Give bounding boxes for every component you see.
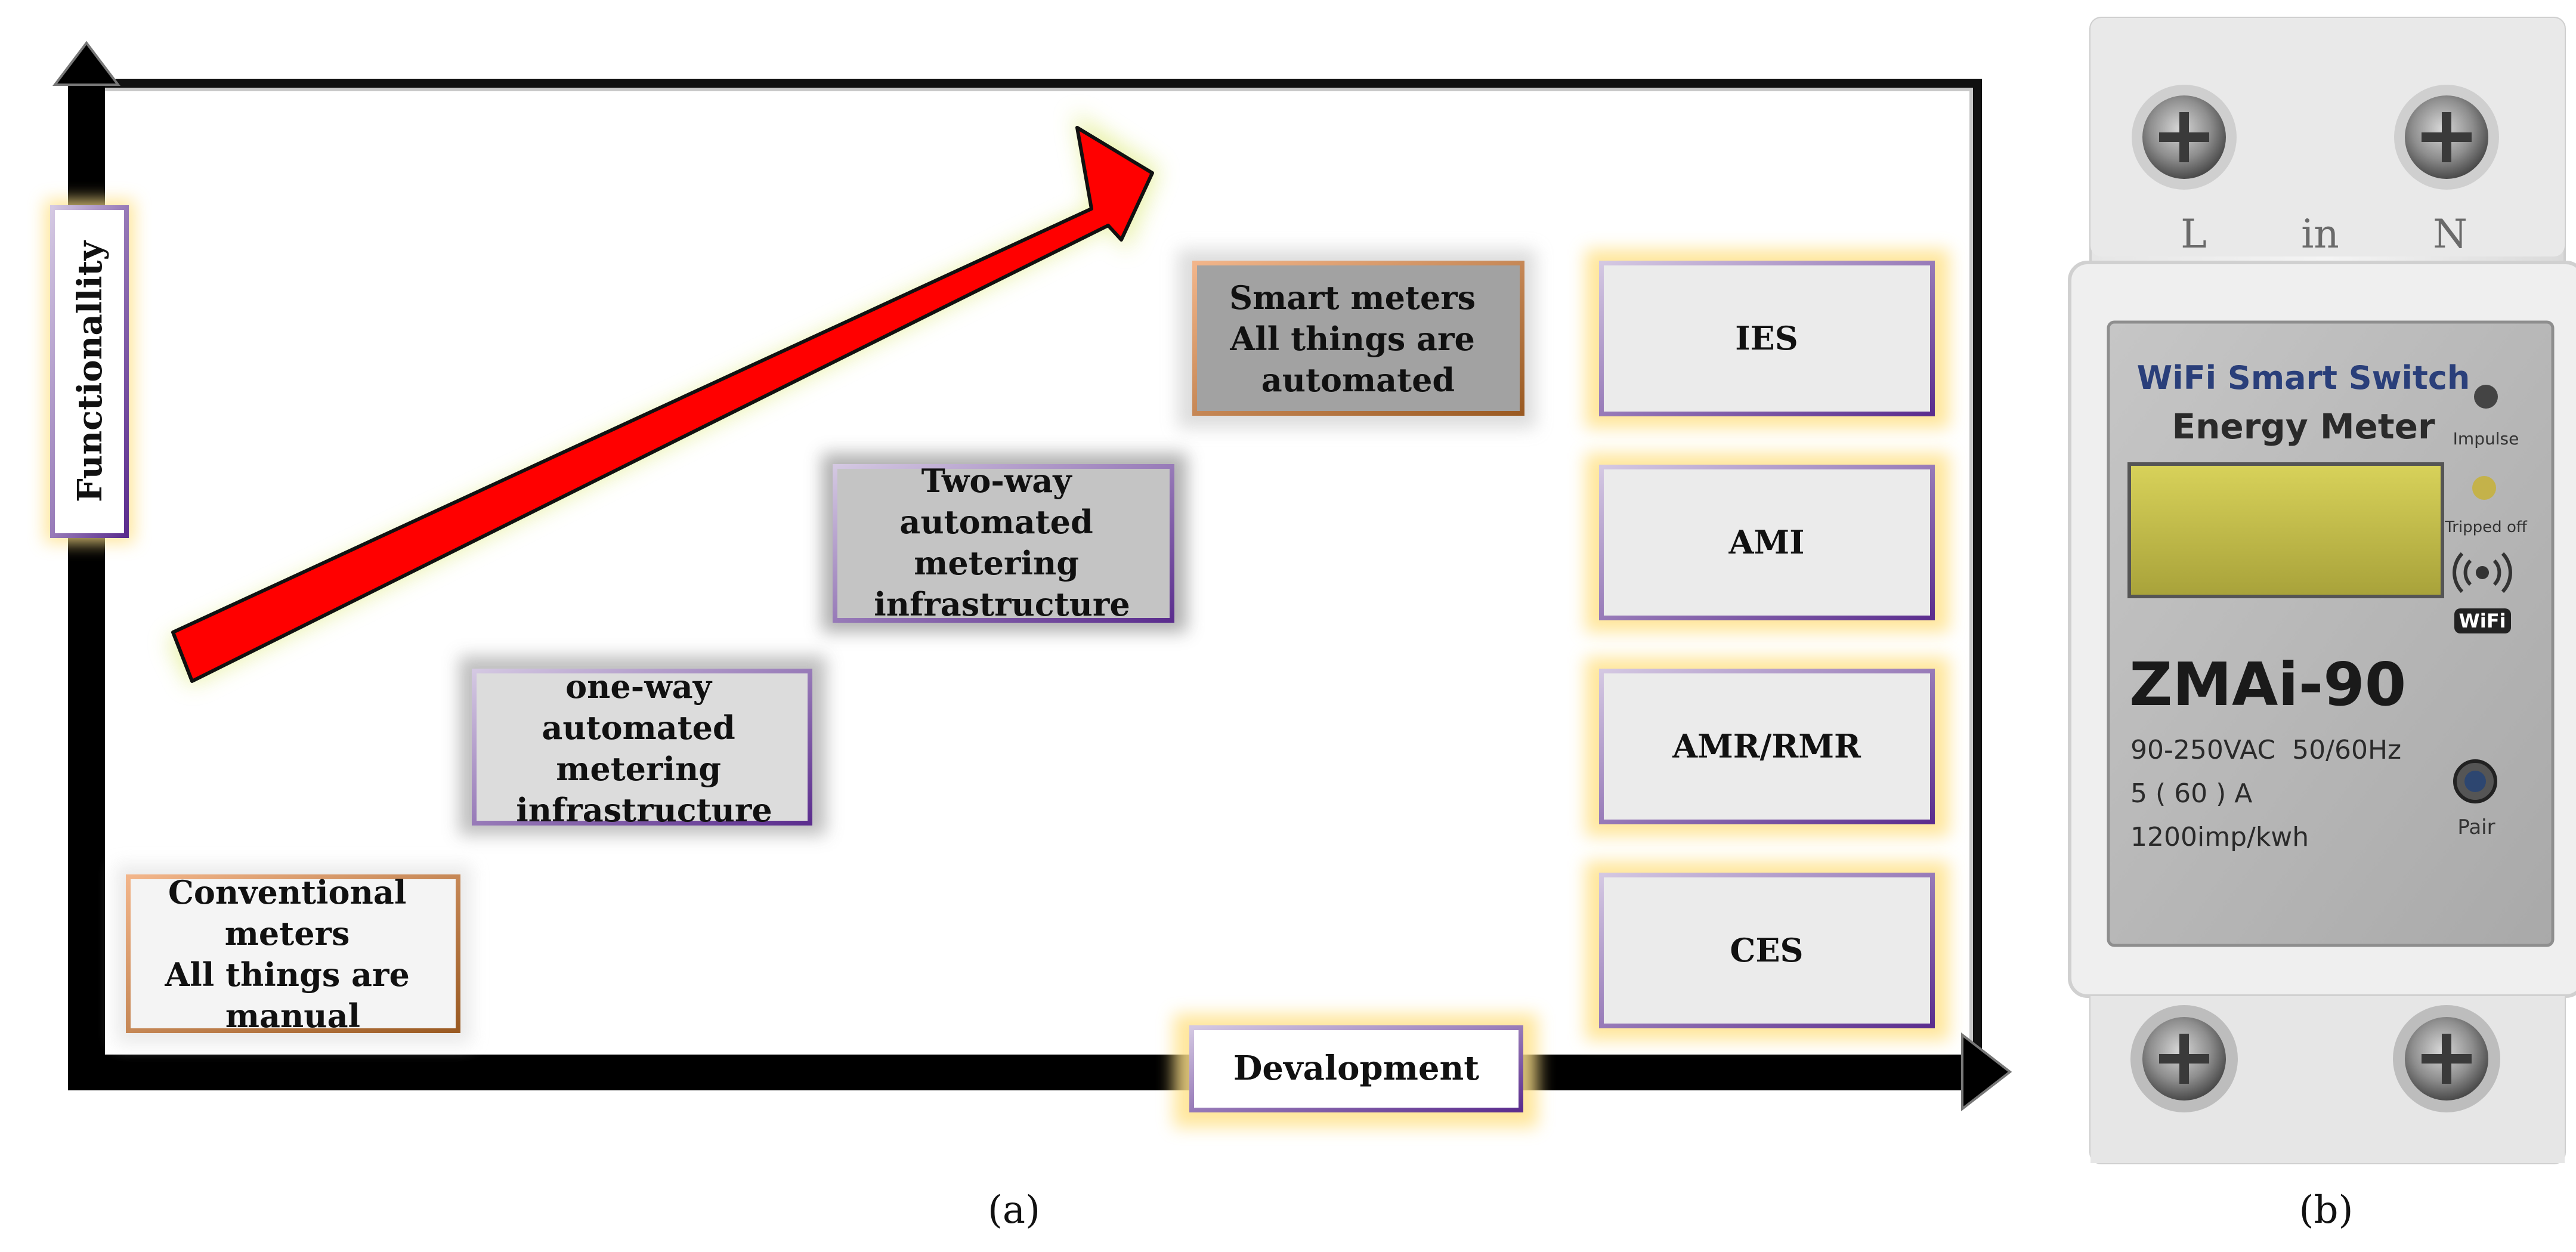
- x-axis: [68, 1055, 1974, 1090]
- stage-text-line: automated: [542, 709, 735, 747]
- x-axis-label-box: Devalopment: [1174, 1014, 1538, 1127]
- terminal-screw-icon: [2130, 1005, 2238, 1112]
- caption-b: (b): [2299, 1188, 2354, 1232]
- stage-text-line: All things are: [1229, 320, 1474, 358]
- wifi-badge: [2454, 608, 2511, 633]
- system-box-ies: IES: [1585, 249, 1949, 428]
- spec-rate: 1200imp/kwh: [2130, 822, 2309, 852]
- system-box-amr-rmr: AMR/RMR: [1585, 657, 1949, 836]
- device-title-line2: Energy Meter: [2172, 406, 2435, 447]
- terminal-screw-icon: [2132, 85, 2237, 190]
- lcd-display: [2127, 462, 2444, 598]
- system-label: AMR/RMR: [1672, 727, 1861, 765]
- y-axis-label-box: Functionallity: [45, 200, 134, 543]
- terminal-label-in: in: [2301, 211, 2339, 257]
- stage-text-line: metering: [556, 750, 721, 788]
- stage-text-line: Smart meters: [1229, 279, 1476, 317]
- system-box-ami: AMI: [1585, 453, 1949, 632]
- x-axis-arrowhead: [1961, 1032, 2012, 1112]
- stage-text-line: automated: [1261, 361, 1455, 399]
- stage-text-line: manual: [225, 997, 360, 1035]
- system-box-ces: CES: [1585, 861, 1949, 1040]
- stage-text-line: Conventional: [168, 873, 407, 911]
- stage-text-line: metering: [914, 544, 1079, 582]
- stage-box-two-way: Two-way automated metering infrastructur…: [822, 453, 1187, 632]
- terminal-screw-icon: [2394, 85, 2499, 190]
- panel-a-diagram: Functionallity Conventional meters All t…: [45, 41, 2012, 1232]
- impulse-led-icon: [2474, 385, 2498, 409]
- svg-text:one-way automated: one-way automated metering infrastructur…: [516, 667, 772, 829]
- pair-label: Pair: [2457, 815, 2495, 839]
- wifi-badge-label: WiFi: [2459, 610, 2506, 632]
- system-label: CES: [1730, 931, 1803, 969]
- y-axis-label: Functionallity: [70, 240, 110, 502]
- stage-text-line: one-way: [565, 667, 713, 706]
- stage-text-line: automated: [899, 503, 1093, 541]
- tripped-led-icon: [2472, 476, 2496, 500]
- stage-box-conventional: Conventional meters All things are manua…: [116, 865, 471, 1044]
- svg-text:Conventional meters: Conventional meters All things are manua…: [164, 873, 420, 1035]
- svg-text:Smart meters All thing: Smart meters All things are automated: [1229, 279, 1487, 399]
- panel-b-energy-meter-photo: L in N WiFi Smart Switch Energy Meter Im…: [2068, 17, 2576, 1232]
- spec-voltage: 90-250VAC 50/60Hz: [2130, 735, 2401, 765]
- svg-text:Two-way automated: Two-way automated metering infrastructur…: [874, 462, 1130, 623]
- growth-arrow: [167, 112, 1160, 686]
- device-model: ZMAi-90: [2129, 650, 2406, 719]
- impulse-label: Impulse: [2453, 429, 2519, 449]
- terminal-screw-icon: [2393, 1005, 2500, 1112]
- wifi-signal-icon: [2453, 552, 2512, 593]
- tripped-label: Tripped off: [2444, 518, 2528, 536]
- spec-current: 5 ( 60 ) A: [2130, 778, 2252, 809]
- device-title-line1: WiFi Smart Switch: [2137, 359, 2470, 397]
- stage-box-one-way: one-way automated metering infrastructur…: [459, 656, 826, 835]
- terminal-label-l: L: [2181, 211, 2207, 257]
- system-label: AMI: [1728, 523, 1805, 561]
- y-axis-arrowhead: [52, 41, 121, 86]
- system-label: IES: [1735, 319, 1798, 357]
- terminal-label-n: N: [2433, 211, 2467, 257]
- stage-text-line: infrastructure: [516, 791, 772, 829]
- caption-a: (a): [988, 1188, 1040, 1232]
- stage-box-smart-meters: Smart meters All things are automated: [1178, 249, 1536, 428]
- frame-top-right-border: [89, 79, 1982, 1062]
- stage-text-line: meters: [225, 914, 350, 953]
- stage-text-line: infrastructure: [874, 585, 1130, 623]
- stage-text-line: All things are: [164, 956, 409, 994]
- x-axis-label: Devalopment: [1233, 1049, 1479, 1088]
- stage-text-line: Two-way: [921, 462, 1073, 500]
